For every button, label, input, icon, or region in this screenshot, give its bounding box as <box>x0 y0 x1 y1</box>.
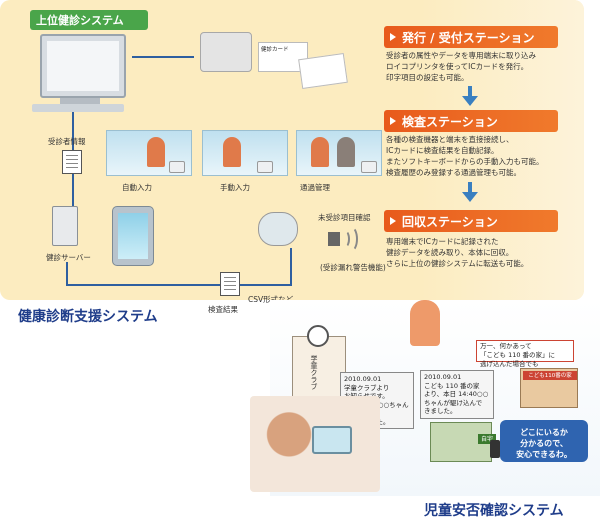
ic-card-reader-icon <box>312 426 352 454</box>
connector-line <box>290 248 292 286</box>
child-safety-title: 児童安否確認システム <box>424 503 564 519</box>
ic-card <box>298 52 348 90</box>
person-icon <box>311 137 329 167</box>
document-icon <box>220 272 240 296</box>
system-title: 健康診断支援システム <box>18 309 158 325</box>
reader-icon <box>169 161 185 173</box>
station-exam-desc: 各種の検査機器と端末を直接接続し、 ICカードに検査結果を自動記録。 またソフト… <box>386 134 576 178</box>
home-tag: 自宅 <box>478 434 496 444</box>
flow-arrow-stem <box>468 182 472 192</box>
monitor-icon <box>40 34 126 98</box>
tablet-icon <box>112 206 154 266</box>
monitor-stand <box>60 98 100 104</box>
station-issue-desc: 受診者の属性やデータを専用端末に取り込み ロイコプリンタを使ってICカードを発行… <box>386 50 576 83</box>
card-label: 健診カード <box>261 47 289 53</box>
connector-line <box>240 284 290 286</box>
handheld-reader-icon <box>258 212 298 246</box>
desc-line: ロイコプリンタを使ってICカードを発行。 <box>386 62 529 71</box>
connector-line <box>66 262 68 284</box>
connector-line <box>132 56 194 58</box>
unchecked-label: 未受診項目確認 <box>318 213 371 222</box>
desc-line: 検査履歴のみ登録する通過管理も可能。 <box>386 168 521 177</box>
manual-input-label: 手動入力 <box>220 183 250 192</box>
station-exam-title: 検査ステーション <box>384 110 558 132</box>
upper-system-tag: 上位健診システム <box>30 10 148 30</box>
sign-line: 「こども 110 番の家」に <box>480 351 556 359</box>
connector-line <box>66 284 232 286</box>
sound-wave-icon <box>344 226 358 252</box>
desc-line: 各種の検査機器と端末を直接接続し、 <box>386 135 514 144</box>
station-collect-title: 回収ステーション <box>384 210 558 232</box>
patient-info-label: 受診者情報 <box>48 137 86 146</box>
bubble-line: 2010.09.01 <box>344 375 382 383</box>
bubble-line: こども 110 番の家 <box>424 381 480 390</box>
desc-line: またソフトキーボードからの手動入力も可能。 <box>386 157 544 166</box>
bubble-line: 学童クラブより <box>344 383 390 392</box>
person-icon <box>223 137 241 167</box>
pass-management-photo <box>296 130 382 176</box>
bubble-line: 2010.09.01 <box>424 373 462 381</box>
emergency-sign: 万一、何かあって 「こども 110 番の家」に 逃げ込んだ場合でも <box>476 340 574 368</box>
relief-line: 分かるので、 <box>520 439 568 448</box>
speaker-icon <box>328 232 340 246</box>
desc-line: 受診者の属性やデータを専用端末に取り込み <box>386 51 536 60</box>
flow-arrow-icon <box>462 96 478 106</box>
auto-input-photo <box>106 130 192 176</box>
desc-line: さらに上位の健診システムに転送も可能。 <box>386 259 529 268</box>
server-label: 健診サーバー <box>46 253 91 262</box>
alarm-label: (受診漏れ警告機能) <box>320 263 386 272</box>
reader-icon <box>361 161 377 173</box>
results-label: 検査結果 <box>208 305 238 314</box>
csv-label: CSV形式など <box>248 294 293 305</box>
station-collect-desc: 専用端末でICカードに記録された 健診データを読み取り、本体に回収。 さらに上位… <box>386 236 576 269</box>
bubble-line: ちゃんが駆け込んで <box>424 398 483 407</box>
bubble-line: きました。 <box>424 407 457 415</box>
desc-line: 印字項目の設定も可能。 <box>386 73 469 82</box>
document-icon <box>62 150 82 174</box>
school-sign: 学童クラブ <box>310 355 318 390</box>
sign-line: 万一、何かあって <box>480 342 532 350</box>
bubble-line: より、本日 14:40○○ <box>424 390 489 398</box>
sign-line: 逃げ込んだ場合でも <box>480 360 539 368</box>
card-printer-icon <box>200 32 252 72</box>
server-icon <box>52 206 78 246</box>
child-figure <box>410 300 440 346</box>
auto-input-label: 自動入力 <box>122 183 152 192</box>
station-issue-title: 発行 / 受付ステーション <box>384 26 558 48</box>
panel-gradient <box>420 0 584 300</box>
house-110-sign: こども110番の家 <box>523 371 577 380</box>
flow-arrow-stem <box>468 86 472 96</box>
pass-management-label: 通過管理 <box>300 183 330 192</box>
desc-line: ICカードに検査結果を自動記録。 <box>386 146 499 155</box>
relief-line: どこにいるか <box>520 428 568 437</box>
relief-message-box: どこにいるか 分かるので、 安心できるわ。 <box>500 420 588 462</box>
desc-line: 健診データを読み取り、本体に回収。 <box>386 248 514 257</box>
house-110-building: こども110番の家 <box>520 368 578 408</box>
tablet-screen <box>118 213 148 259</box>
person-icon <box>337 137 355 167</box>
keyboard-icon <box>32 104 124 112</box>
manual-input-photo <box>202 130 288 176</box>
flow-arrow-icon <box>462 192 478 202</box>
relief-line: 安心できるわ。 <box>516 450 572 459</box>
desc-line: 専用端末でICカードに記録された <box>386 237 499 246</box>
clock-icon <box>307 325 329 347</box>
monitor-screen <box>47 41 119 91</box>
mobile-phone-icon <box>490 440 500 458</box>
person-icon <box>147 137 165 167</box>
message-bubble-110: 2010.09.01 こども 110 番の家 より、本日 14:40○○ ちゃん… <box>420 370 494 419</box>
reader-icon <box>257 161 273 173</box>
